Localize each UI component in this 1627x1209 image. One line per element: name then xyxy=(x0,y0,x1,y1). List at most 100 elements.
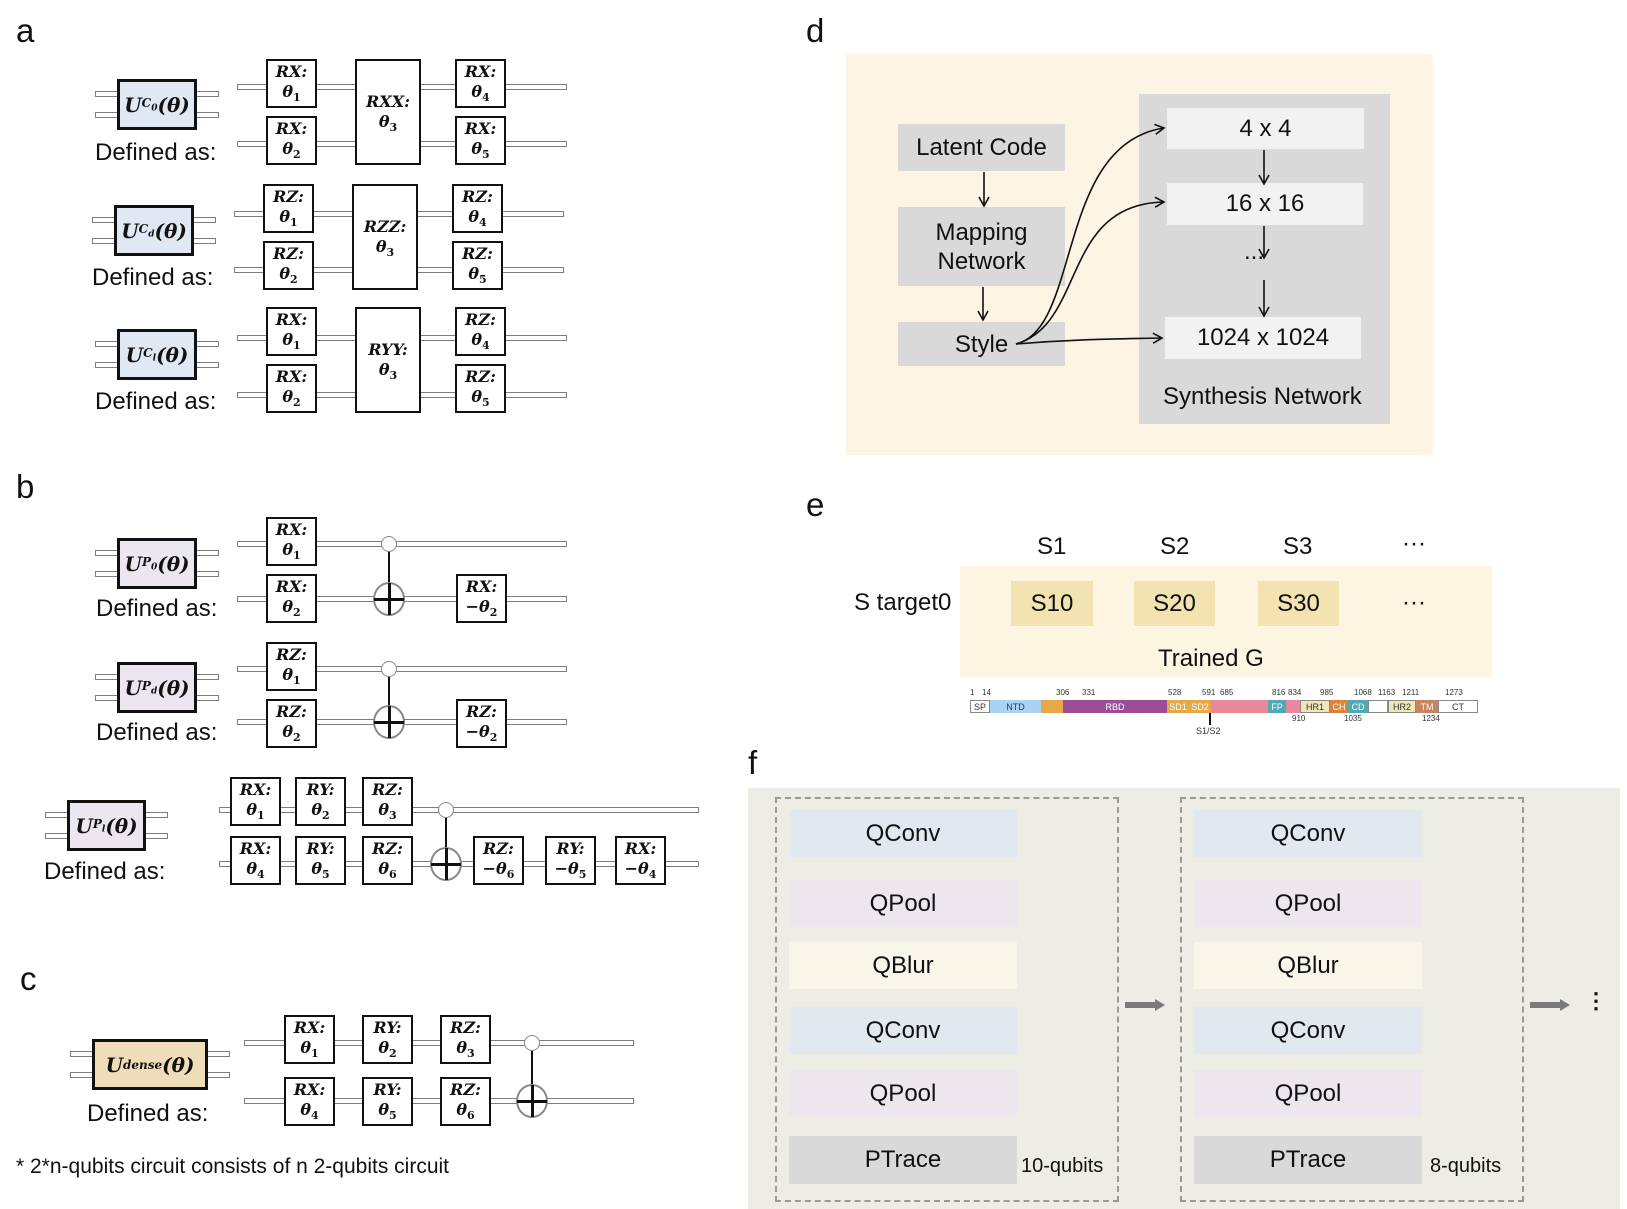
gate-name: RZ: xyxy=(273,244,304,263)
layer-ptrace: PTrace xyxy=(1194,1136,1422,1184)
unitary-subscript-text: P xyxy=(141,678,151,693)
gate-param-symbol: θ xyxy=(282,139,293,158)
gate-param-symbol: θ xyxy=(282,387,293,406)
domain-segment: SP xyxy=(970,700,990,713)
gate-param-symbol: θ xyxy=(468,207,479,226)
single-qubit-gate: RZ:θ1 xyxy=(263,184,314,233)
gate-param-symbol: θ xyxy=(311,859,322,878)
unitary-subscript: Cd xyxy=(139,222,155,239)
layer-qconv: QConv xyxy=(789,810,1017,857)
gate-param: θ1 xyxy=(268,540,315,566)
cnot-target-icon xyxy=(373,582,405,616)
unitary-wire-in-top xyxy=(70,1051,94,1057)
defined-as-label: Defined as: xyxy=(92,264,214,291)
domain-segment: SD1 xyxy=(1167,700,1189,713)
single-qubit-gate: RY:θ2 xyxy=(362,1015,413,1064)
gate-param: θ4 xyxy=(457,330,504,356)
domain-segment xyxy=(1368,700,1388,713)
single-qubit-gate: RX:θ2 xyxy=(266,364,317,413)
residue-position: 985 xyxy=(1320,688,1334,697)
gate-param: θ1 xyxy=(265,207,312,233)
cnot-target-icon xyxy=(430,847,462,881)
trained-g-label: Trained G xyxy=(1158,645,1264,672)
panel-f-label: f xyxy=(748,744,758,781)
single-qubit-gate: RZ:θ5 xyxy=(452,241,503,290)
domain-segment: RBD xyxy=(1063,700,1167,713)
gate-param: θ3 xyxy=(357,360,419,386)
gate-param: θ2 xyxy=(268,597,315,623)
two-qubit-gate: RYY:θ3 xyxy=(355,307,421,413)
gate-param-index: 2 xyxy=(293,396,301,410)
cnot-connector xyxy=(445,810,447,881)
gate-param-index: 4 xyxy=(482,339,490,353)
panel-d-arrows xyxy=(977,123,1270,345)
gate-name: RX: xyxy=(275,310,308,329)
gate-name: RX: xyxy=(275,577,308,596)
gate-param-symbol: θ xyxy=(300,1038,311,1057)
gate-name: RX: xyxy=(275,520,308,539)
layer-qpool: QPool xyxy=(1194,880,1422,927)
unitary-wire-out-top xyxy=(144,812,168,818)
domain-segment xyxy=(1286,700,1300,713)
arrow-style-4x4 xyxy=(1015,123,1166,345)
cell-s10: S10 xyxy=(1011,581,1093,626)
gate-param-index: 2 xyxy=(489,731,498,745)
domain-segment: FP xyxy=(1268,700,1286,713)
gate-name: RY: xyxy=(556,839,585,858)
row-label-s-target0: S target0 xyxy=(854,589,952,616)
gate-name: RZ: xyxy=(462,244,493,263)
gate-param: θ6 xyxy=(364,859,411,885)
continuation-ellipsis: ⋮ xyxy=(1585,988,1607,1013)
unitary-wire-in-bottom xyxy=(45,833,69,839)
cell-s30: S30 xyxy=(1258,581,1339,626)
gate-param: θ1 xyxy=(286,1038,333,1064)
unitary-subsubscript: l xyxy=(101,824,106,835)
gate-param: θ3 xyxy=(354,237,416,263)
cnot-control-icon xyxy=(524,1035,540,1051)
gate-param: θ5 xyxy=(457,139,504,165)
gate-name: RX: xyxy=(239,780,272,799)
gate-param-index: 5 xyxy=(482,396,490,410)
gate-param: θ4 xyxy=(454,207,501,233)
gate-name: RY: xyxy=(373,1018,402,1037)
gate-param: θ5 xyxy=(457,387,504,413)
gate-param: θ5 xyxy=(454,264,501,290)
single-qubit-gate: RX:θ4 xyxy=(230,836,281,885)
gate-param: θ3 xyxy=(357,112,419,138)
gate-name: RZ: xyxy=(273,187,304,206)
unitary-argument: (θ) xyxy=(157,92,190,117)
gate-name: RY: xyxy=(306,839,335,858)
gate-param-symbol: θ xyxy=(282,722,293,741)
gate-param-index: 2 xyxy=(290,273,298,287)
unitary-wire-in-top xyxy=(92,217,116,223)
gate-param-symbol: θ xyxy=(282,597,293,616)
gate-name: RX: xyxy=(464,119,497,138)
gate-param-index: 1 xyxy=(257,809,265,823)
unitary-wire-in-top xyxy=(95,341,119,347)
gate-param-index: 4 xyxy=(311,1109,319,1123)
unitary-wire-in-top xyxy=(95,91,119,97)
gate-param-index: 5 xyxy=(322,868,330,882)
unitary-wire-out-bottom xyxy=(195,362,219,368)
layer-1024x1024: 1024 x 1024 xyxy=(1165,317,1361,359)
gate-param-symbol: −θ xyxy=(482,859,507,878)
cleavage-arrow-icon xyxy=(1209,713,1211,725)
footnote: * 2*n-qubits circuit consists of n 2-qub… xyxy=(16,1155,450,1178)
gate-name: RZ: xyxy=(276,645,307,664)
single-qubit-gate: RZ:−θ6 xyxy=(473,836,524,885)
unitary-wire-out-bottom xyxy=(195,112,219,118)
gate-name: RZ: xyxy=(465,310,496,329)
layer-qconv: QConv xyxy=(789,1007,1017,1054)
gate-param-index: 4 xyxy=(648,868,657,882)
gate-name: RZ: xyxy=(462,187,493,206)
gate-param: θ1 xyxy=(268,82,315,108)
unitary-argument: (θ) xyxy=(157,551,190,576)
gate-param: θ6 xyxy=(442,1100,489,1126)
single-qubit-gate: RZ:θ1 xyxy=(266,642,317,691)
gate-param: θ1 xyxy=(268,330,315,356)
qubit-count-label: 10-qubits xyxy=(1021,1155,1104,1177)
gate-param-index: 2 xyxy=(322,809,330,823)
gate-param-symbol: θ xyxy=(471,82,482,101)
